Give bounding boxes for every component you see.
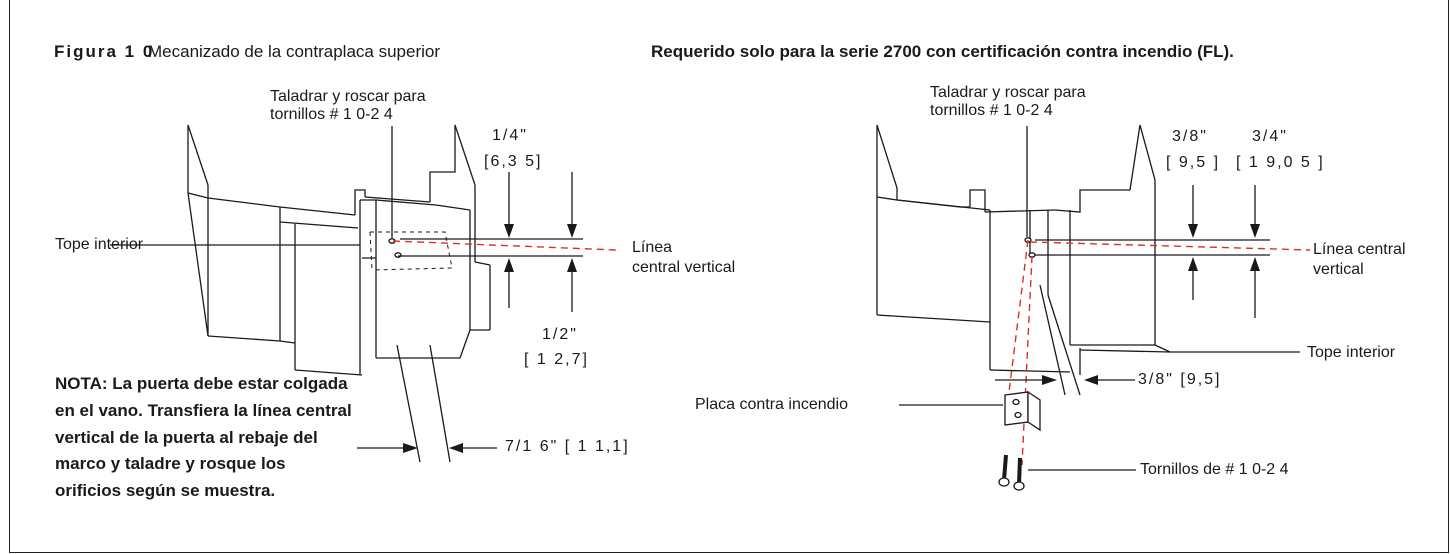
left-drill-label-1: Taladrar y roscar para — [270, 88, 426, 105]
figure-frame — [9, 0, 1449, 553]
left-drill-label-2: tornillos # 1 0-2 4 — [270, 106, 393, 123]
left-frame-drawing — [110, 124, 617, 463]
figure-number: Figura 1 0 — [54, 42, 155, 61]
right-header: Requerido solo para la serie 2700 con ce… — [651, 42, 1234, 61]
screws-label: Tornillos de # 1 0-2 4 — [1140, 461, 1289, 478]
fire-plate-label: Placa contra incendio — [695, 396, 848, 413]
right-drill-label-2: tornillos # 1 0-2 4 — [930, 102, 1053, 119]
left-dim-top-in: 1/4" — [492, 127, 528, 144]
right-dim-a-mm: [ 9,5 ] — [1166, 154, 1221, 171]
left-dim-bottom-mm: [ 1 2,7] — [524, 351, 589, 368]
right-dim-width: 3/8" [9,5] — [1138, 371, 1222, 388]
right-linea-2: vertical — [1313, 261, 1364, 278]
left-linea-1: Línea — [632, 239, 673, 256]
left-linea-2: central vertical — [632, 259, 736, 276]
right-frame-drawing — [876, 124, 1311, 491]
right-linea-1: Línea central — [1313, 241, 1406, 258]
figure-title: Mecanizado de la contraplaca superior — [148, 42, 441, 61]
right-dim-a-in: 3/8" — [1172, 128, 1208, 145]
left-tope-interior: Tope interior — [55, 236, 144, 253]
installation-note: NOTA: La puerta debe estar colgada en el… — [55, 374, 352, 501]
screw-icon — [998, 454, 1025, 491]
right-tope-interior: Tope interior — [1307, 344, 1396, 361]
right-dim-b-in: 3/4" — [1252, 128, 1288, 145]
left-dim-bottom-in: 1/2" — [542, 326, 578, 343]
right-dim-b-mm: [ 1 9,0 5 ] — [1236, 154, 1325, 171]
right-drill-label-1: Taladrar y roscar para — [930, 84, 1086, 101]
left-dim-top-mm: [6,3 5] — [484, 153, 543, 170]
left-dim-width: 7/1 6" [ 1 1,1] — [505, 438, 630, 455]
